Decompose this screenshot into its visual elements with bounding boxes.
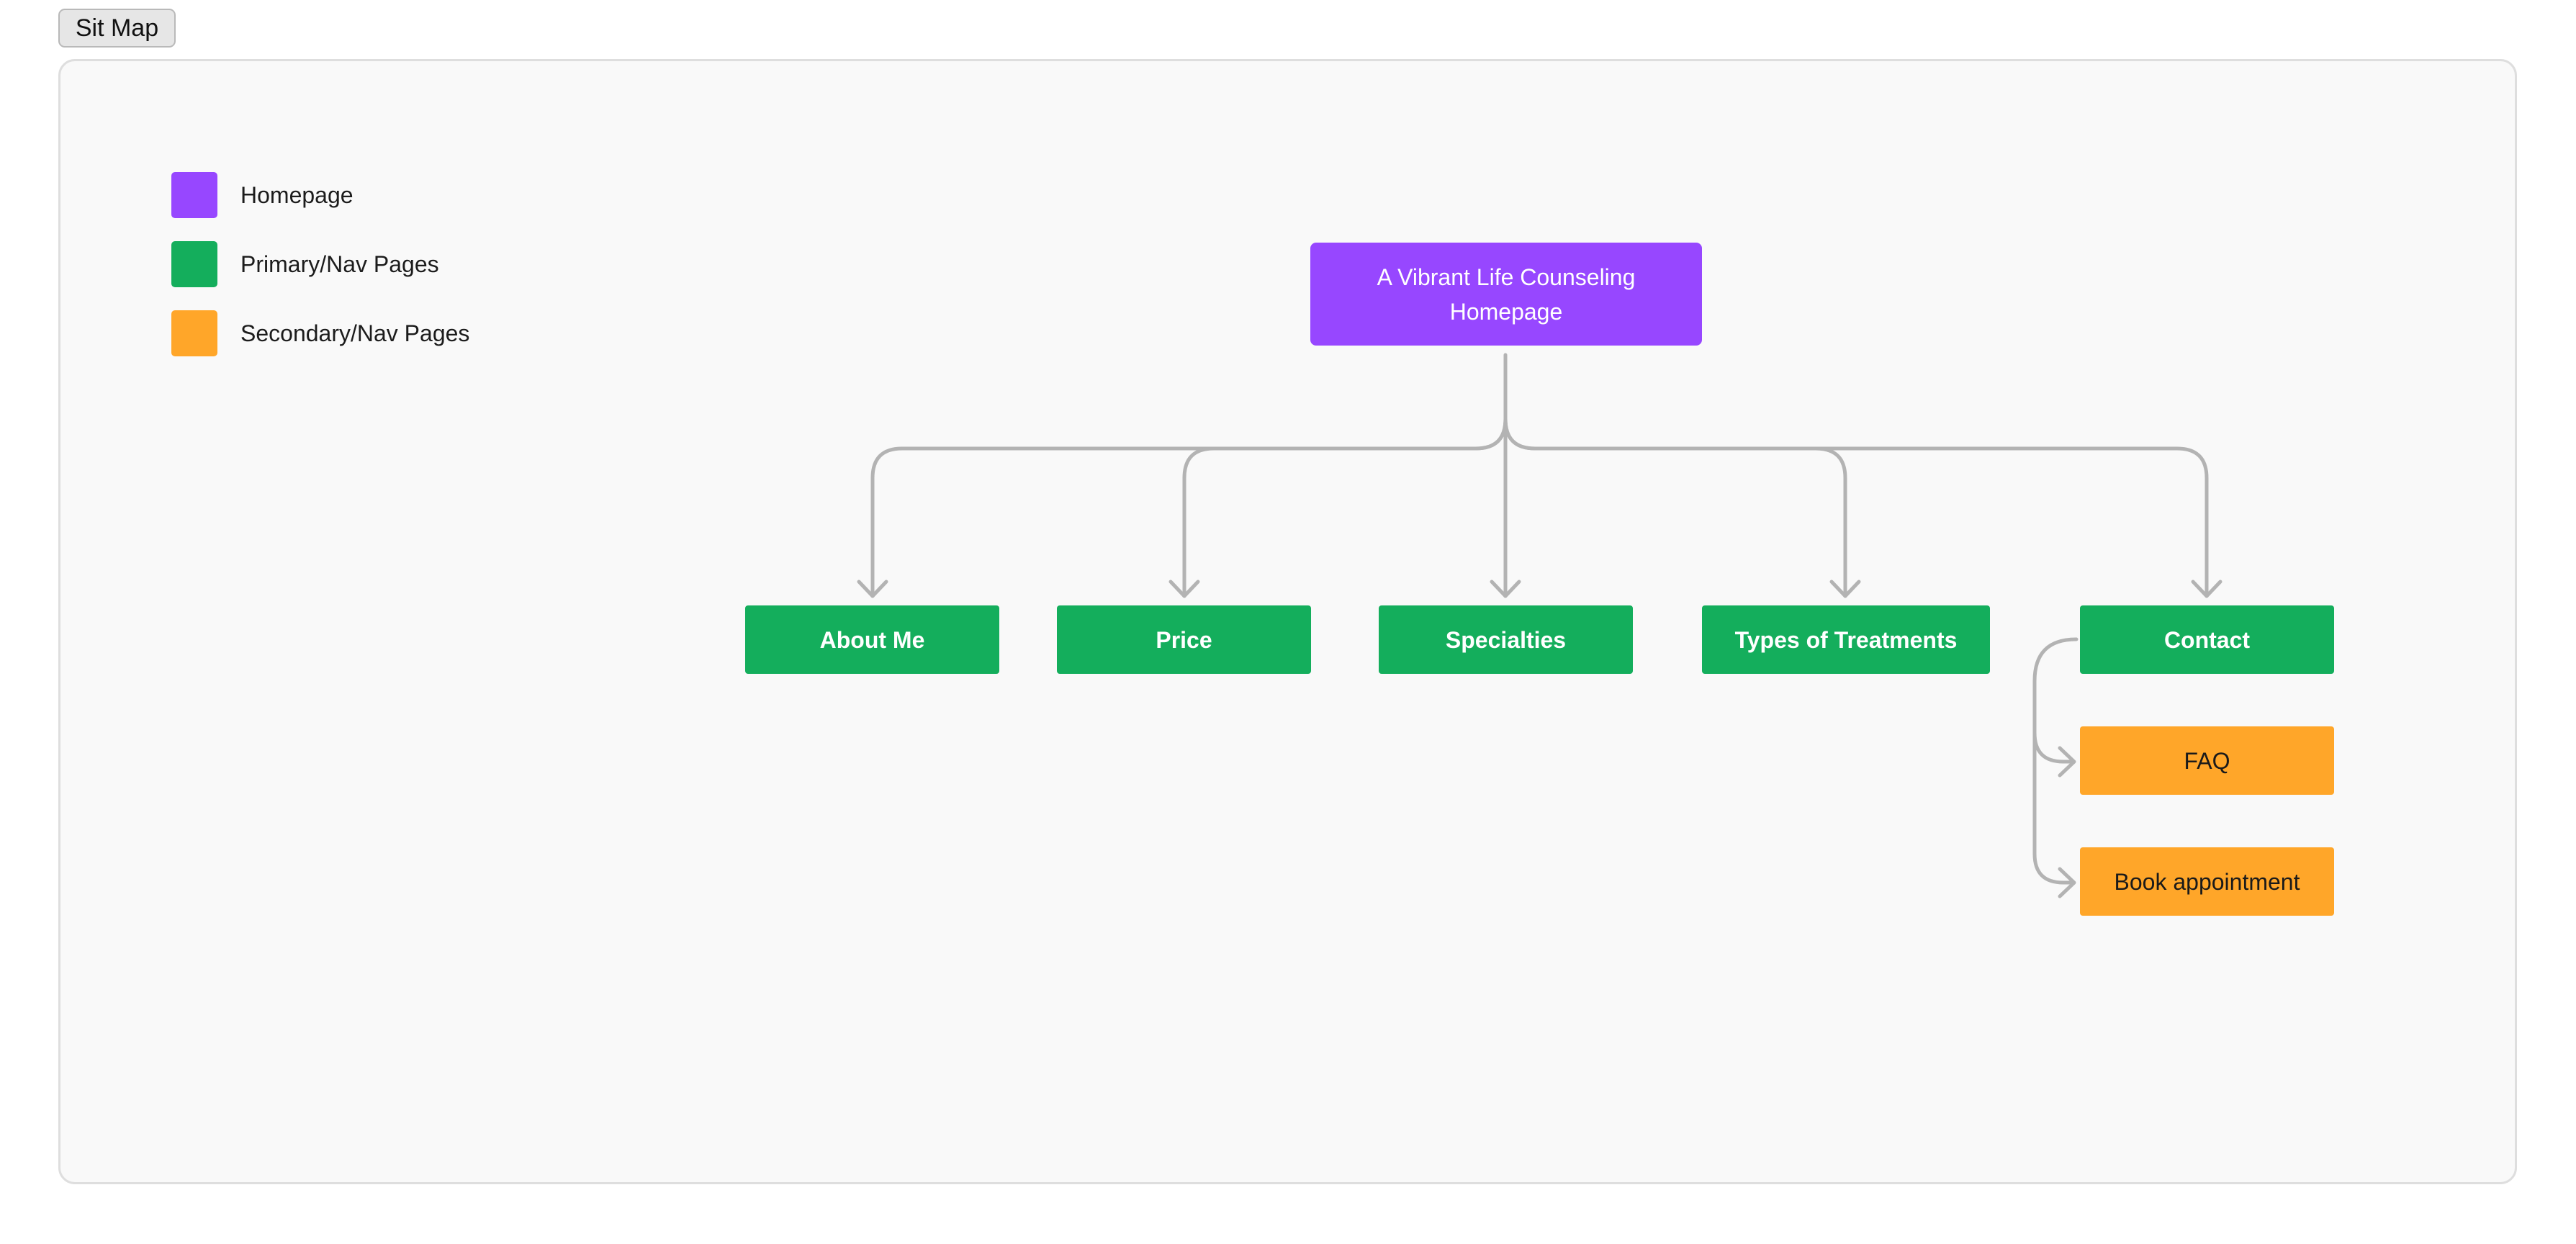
legend-item-homepage: Homepage bbox=[171, 172, 353, 218]
legend-item-primary: Primary/Nav Pages bbox=[171, 241, 439, 287]
node-faq-label: FAQ bbox=[2184, 747, 2230, 774]
legend-swatch-homepage bbox=[171, 172, 217, 218]
arrowhead-faq bbox=[2058, 746, 2076, 778]
node-specialties-label: Specialties bbox=[1445, 626, 1567, 653]
legend-swatch-primary bbox=[171, 241, 217, 287]
node-contact[interactable]: Contact bbox=[2080, 605, 2334, 674]
legend-item-secondary: Secondary/Nav Pages bbox=[171, 310, 469, 356]
connector-about-me bbox=[870, 417, 1508, 598]
frame-title-tab[interactable]: Sit Map bbox=[58, 9, 176, 48]
arrowhead-book-appointment bbox=[2058, 867, 2076, 898]
node-homepage[interactable]: A Vibrant Life Counseling Homepage bbox=[1310, 243, 1702, 346]
node-price[interactable]: Price bbox=[1057, 605, 1311, 674]
connector-types-of-treatments bbox=[1503, 417, 1847, 598]
connector-faq bbox=[2032, 637, 2079, 764]
arrowhead-about-me bbox=[857, 580, 888, 598]
node-book-appointment-label: Book appointment bbox=[2114, 868, 2300, 895]
node-about-me-label: About Me bbox=[819, 626, 925, 653]
connector-price bbox=[1182, 417, 1508, 598]
legend-label-primary: Primary/Nav Pages bbox=[240, 251, 439, 277]
legend-label-homepage: Homepage bbox=[240, 181, 353, 208]
node-price-label: Price bbox=[1156, 626, 1212, 653]
node-types-of-treatments[interactable]: Types of Treatments bbox=[1702, 605, 1990, 674]
node-types-of-treatments-label: Types of Treatments bbox=[1734, 626, 1958, 653]
arrowhead-contact bbox=[2191, 580, 2223, 598]
node-book-appointment[interactable]: Book appointment bbox=[2080, 847, 2334, 916]
legend-swatch-secondary bbox=[171, 310, 217, 356]
arrowhead-price bbox=[1168, 580, 1200, 598]
node-about-me[interactable]: About Me bbox=[745, 605, 999, 674]
arrowhead-specialties bbox=[1490, 580, 1521, 598]
arrowhead-types-of-treatments bbox=[1829, 580, 1861, 598]
connector-book-appointment bbox=[2032, 718, 2076, 885]
connector-contact bbox=[1503, 417, 2209, 598]
node-contact-label: Contact bbox=[2163, 626, 2251, 653]
node-homepage-label: A Vibrant Life Counseling Homepage bbox=[1377, 263, 1636, 325]
legend-label-secondary: Secondary/Nav Pages bbox=[240, 320, 470, 346]
node-specialties[interactable]: Specialties bbox=[1379, 605, 1633, 674]
node-faq[interactable]: FAQ bbox=[2080, 726, 2334, 795]
